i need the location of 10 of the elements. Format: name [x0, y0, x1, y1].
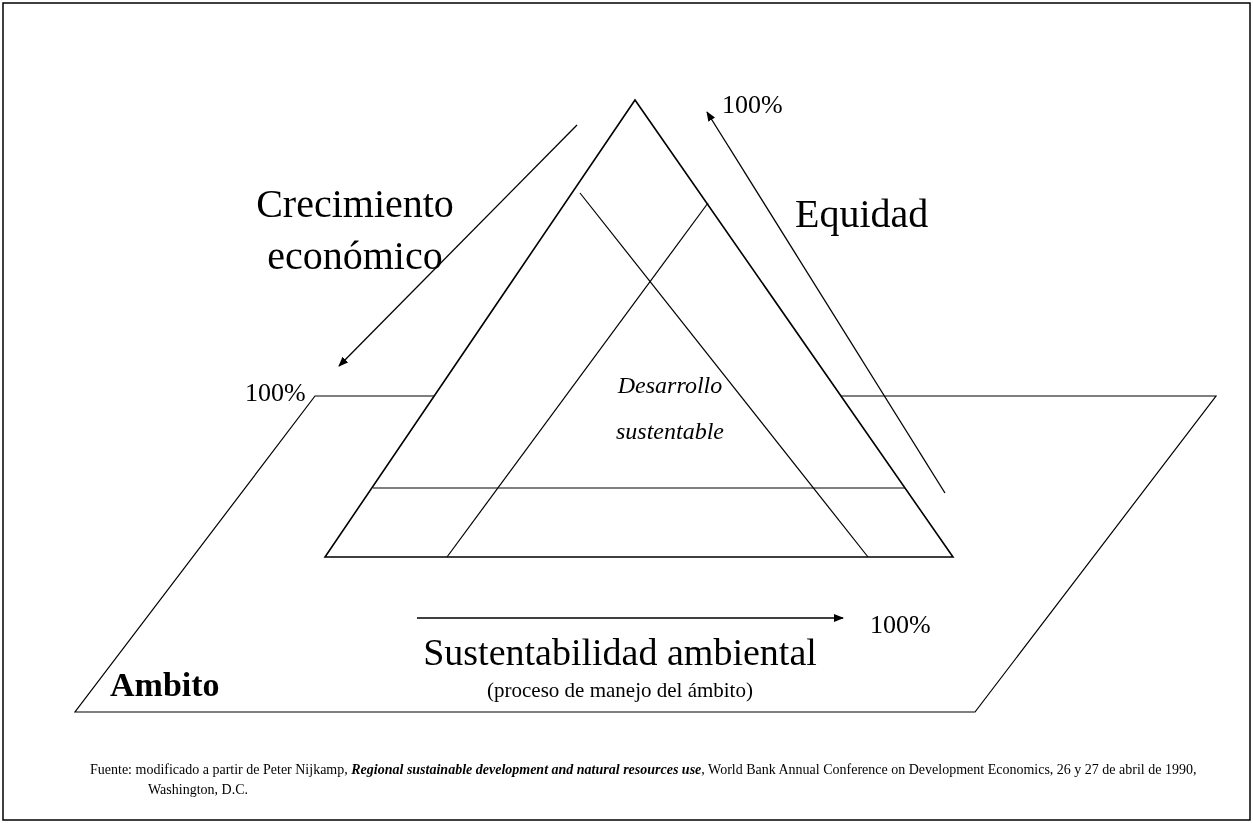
text-label: Crecimiento económico — [255, 180, 455, 280]
text-label: Equidad — [795, 190, 929, 237]
text-label: (proceso de manejo del ámbito) — [486, 678, 754, 703]
node-label: Desarrollo sustentable — [615, 371, 725, 446]
text-label: Sustentabilidad ambiental — [422, 630, 818, 674]
text-label: 100% — [870, 610, 931, 640]
source-note: Fuente: modificado a partir de Peter Nijkamp, Regional sustainable development and natural resources use, World Bank Annual Conference on Development Economics, 26 y 27 de abril de 1990, Washington, D.C. — [90, 761, 1198, 799]
text-label: 100% — [245, 378, 306, 408]
text-label: 100% — [722, 90, 783, 120]
node-label: Ambito — [110, 666, 220, 704]
